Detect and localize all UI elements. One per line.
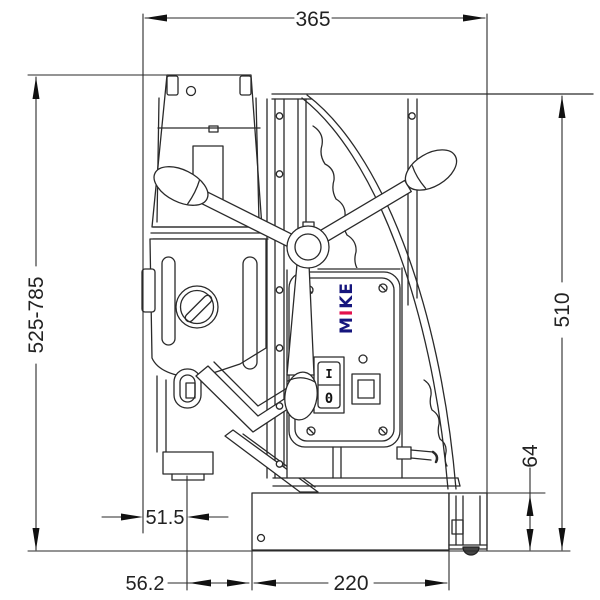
- feed-handles: [153, 149, 458, 421]
- reset-button: [351, 373, 381, 405]
- dim-base-height: 64: [519, 444, 542, 468]
- column-stand: [266, 93, 594, 490]
- logo-letter-k: K: [337, 295, 357, 309]
- brand-logo: MIKE: [337, 282, 357, 334]
- handle-hub: [286, 221, 330, 269]
- wheel-housing: [448, 492, 488, 556]
- dim-spindle-offset: 51.5: [146, 507, 185, 529]
- dim-front-offset: 56.2: [126, 573, 165, 595]
- power-switch: [313, 356, 345, 414]
- dim-overall-width: 365: [295, 8, 330, 31]
- logo-letter-i: I: [337, 309, 357, 316]
- cable-gland: [396, 446, 439, 464]
- dimension-lines: [27, 13, 571, 591]
- dim-body-height: 510: [551, 292, 574, 327]
- magnet-base: [251, 477, 488, 556]
- dimension-labels: 365 525-785 510 64 51.5 56.2 220 MIKE I …: [25, 8, 574, 595]
- dim-height-range: 525-785: [25, 276, 48, 353]
- dim-base-length: 220: [333, 572, 368, 595]
- switch-off-label: 0: [325, 391, 333, 407]
- logo-letter-m: M: [337, 316, 357, 334]
- wavy-gib-lower: [423, 379, 448, 467]
- logo-letter-e: E: [337, 282, 357, 295]
- switch-on-label: I: [325, 367, 332, 381]
